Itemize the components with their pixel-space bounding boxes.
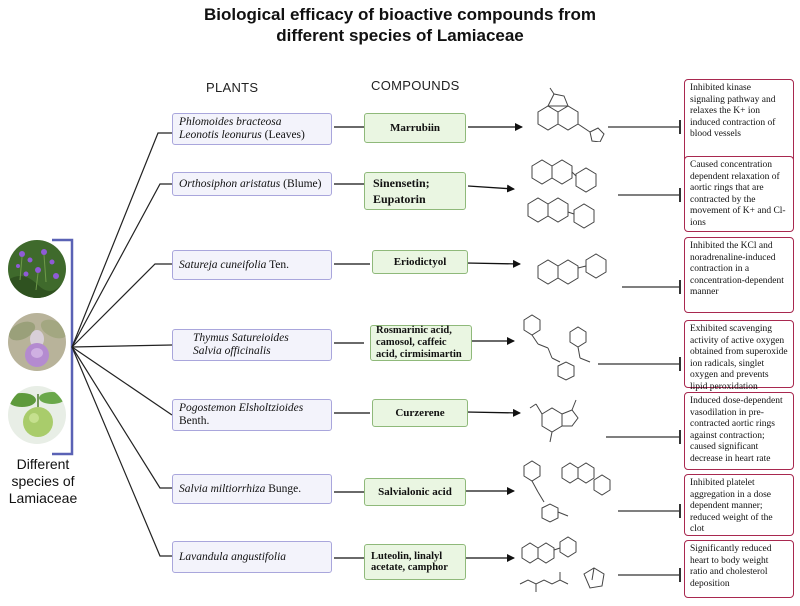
plant-box-5: Pogostemon Elsholtzioides Benth. bbox=[172, 399, 332, 431]
compounds-header: COMPOUNDS bbox=[371, 78, 460, 93]
effect-box-4: Exhibited scavenging activity of active … bbox=[684, 320, 794, 392]
plant-line: Orthosiphon aristatus (Blume) bbox=[179, 177, 322, 190]
plant-line: Salvia miltiorrhiza Bunge. bbox=[179, 482, 302, 495]
salvialonic-acid-structure bbox=[523, 460, 611, 523]
plant-line: Benth. bbox=[179, 415, 210, 427]
plant-line: Salvia officinalis bbox=[193, 345, 271, 357]
compound-box-3: Eriodictyol bbox=[372, 250, 468, 274]
plant-line: Thymus Satureioides bbox=[193, 332, 289, 344]
compound-box-5: Curzerene bbox=[372, 399, 468, 427]
effect-box-3: Inhibited the KCl and noradrenaline-indu… bbox=[684, 237, 794, 313]
effect-box-5: Induced dose-dependent vasodilation in p… bbox=[684, 392, 794, 470]
plant-photo-purple-flowers bbox=[8, 240, 66, 298]
compound-box-1: Marrubiin bbox=[364, 113, 466, 143]
plant-photo-orchid bbox=[8, 313, 66, 371]
diagram-title: Biological efficacy of bioactive compoun… bbox=[203, 5, 596, 45]
plant-line: Satureja cuneifolia Ten. bbox=[179, 258, 290, 271]
plants-header: PLANTS bbox=[206, 80, 259, 95]
plant-line: Phlomoides bracteosa bbox=[179, 116, 282, 128]
plant-photo-fruit bbox=[8, 386, 66, 444]
plant-line: Leonotis leonurus (Leaves) bbox=[179, 129, 305, 141]
eriodictyol-structure bbox=[537, 253, 607, 285]
plant-line: Pogostemon Elsholtzioides bbox=[179, 402, 304, 414]
effect-box-7: Significantly reduced heart to body weig… bbox=[684, 540, 794, 598]
fan-line-3 bbox=[71, 263, 172, 348]
rosmarinic-acid-structure bbox=[523, 314, 591, 381]
luteolin-linalyl-camphor-structure bbox=[519, 536, 605, 592]
plant-box-4: Thymus Satureioides Salvia officinalis bbox=[172, 329, 332, 361]
sinensetin-eupatorin-structure bbox=[527, 159, 597, 229]
fan-line-6 bbox=[71, 346, 172, 489]
compound-box-6: Salvialonic acid bbox=[364, 478, 466, 506]
species-label: Different species of Lamiaceae bbox=[8, 456, 78, 506]
plant-box-3: Satureja cuneifolia Ten. bbox=[172, 250, 332, 280]
compound-box-4: Rosmarinic acid, camosol, caffeic acid, … bbox=[370, 325, 472, 361]
plant-box-7: Lavandula angustifolia bbox=[172, 541, 332, 573]
arrow-5 bbox=[465, 408, 521, 417]
curzerene-structure bbox=[529, 399, 579, 443]
plant-box-1: Phlomoides bracteosa Leonotis leonurus (… bbox=[172, 113, 332, 145]
fan-line-1 bbox=[71, 132, 180, 348]
plant-box-6: Salvia miltiorrhiza Bunge. bbox=[172, 474, 332, 504]
fan-line-4 bbox=[71, 344, 173, 348]
fan-line-5 bbox=[71, 346, 173, 416]
fan-line-7 bbox=[71, 346, 172, 557]
effect-box-1: Inhibited kinase signaling pathway and r… bbox=[684, 79, 794, 163]
compound-box-2: Sinensetin; Eupatorin bbox=[364, 172, 466, 210]
arrow-3 bbox=[465, 259, 521, 268]
plant-box-2: Orthosiphon aristatus (Blume) bbox=[172, 172, 332, 196]
marrubiin-structure bbox=[537, 87, 605, 142]
effect-box-6: Inhibited platelet aggregation in a dose… bbox=[684, 474, 794, 536]
plant-line: Lavandula angustifolia bbox=[179, 550, 287, 563]
fan-line-2 bbox=[71, 183, 180, 348]
arrow-2 bbox=[467, 184, 515, 193]
effect-box-2: Caused concentration dependent relaxatio… bbox=[684, 156, 794, 232]
compound-box-7: Luteolin, linalyl acetate, camphor bbox=[364, 544, 466, 580]
